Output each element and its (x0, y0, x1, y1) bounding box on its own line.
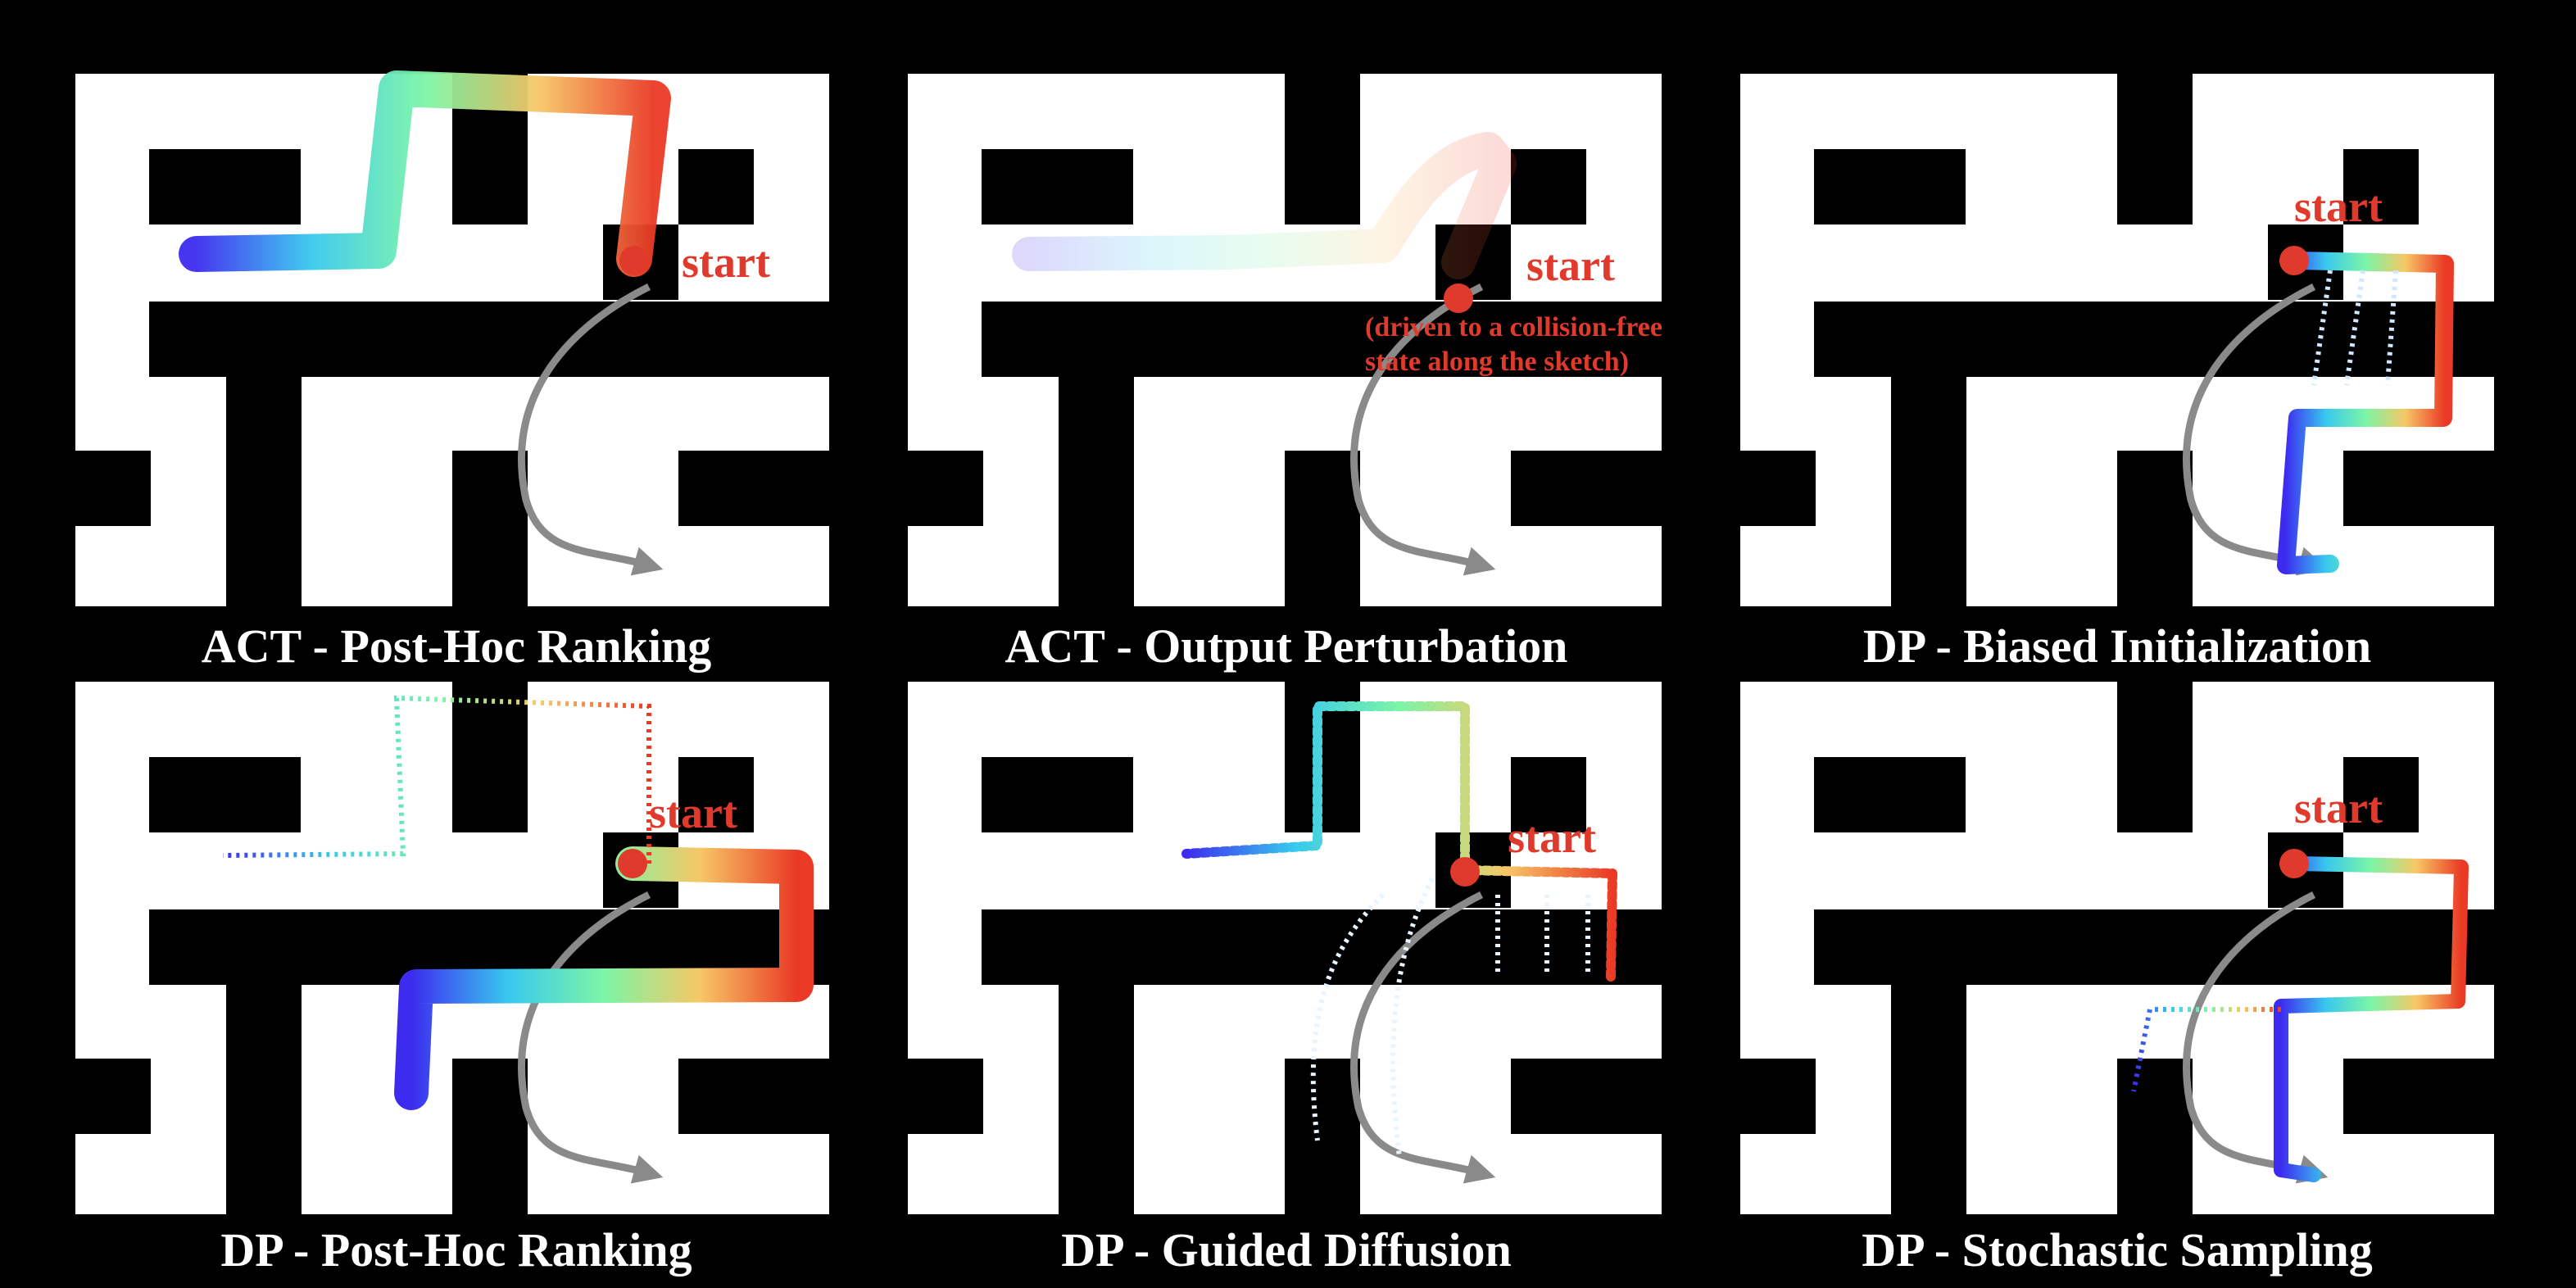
panel-dp-biased-initialization: start (1740, 74, 2494, 606)
trajectory-samples (1310, 877, 1590, 1158)
trajectory (394, 846, 814, 1110)
trajectory-samples (2131, 1007, 2281, 1092)
trajectory (179, 70, 671, 277)
panel-title: DP - Post-Hoc Ranking (220, 1223, 692, 1277)
start-label: start (2294, 182, 2383, 231)
sketch-arrow (2183, 891, 2329, 1184)
maze-background (1740, 74, 2494, 606)
panel-title: DP - Stochastic Sampling (1862, 1223, 2373, 1277)
panel-dp-post-hoc-ranking: start (75, 682, 829, 1214)
start-dot-icon (2279, 246, 2309, 275)
start-label: start (1526, 241, 1615, 290)
sketch-arrow (1350, 283, 1496, 576)
start-dot-icon (619, 246, 649, 275)
sketch-arrow (518, 891, 664, 1184)
start-dot-icon (1450, 857, 1480, 887)
maze-background (75, 682, 829, 1214)
trajectory (1012, 132, 1517, 279)
trajectory (1181, 701, 1617, 982)
sketch-arrow (518, 283, 664, 576)
start-label: start (682, 238, 770, 287)
note-line-1: (driven to a collision-free (1365, 312, 1662, 342)
panel-act-output-perturbation: start (driven to a collision-free state … (908, 74, 1662, 606)
start-label: start (1508, 813, 1596, 862)
maze-background (1740, 682, 2494, 1214)
trajectory (2277, 252, 2454, 574)
sketch-arrow (1350, 891, 1496, 1184)
trajectory (2274, 856, 2469, 1182)
panel-act-post-hoc-ranking: start (75, 70, 829, 606)
start-label: start (2294, 783, 2383, 832)
start-label: start (649, 788, 737, 837)
trajectory-samples (2311, 270, 2398, 386)
note-line-2: state along the sketch) (1365, 347, 1629, 377)
panel-title: ACT - Post-Hoc Ranking (202, 619, 711, 673)
panel-title: DP - Biased Initialization (1863, 619, 2371, 673)
panel-dp-guided-diffusion: start (908, 682, 1662, 1214)
start-dot-icon (2279, 849, 2309, 878)
maze-background (908, 682, 1662, 1214)
maze-background (75, 74, 829, 606)
start-dot-icon (618, 849, 647, 878)
start-dot-icon (1444, 283, 1473, 313)
sketch-arrow (2183, 283, 2329, 576)
panel-dp-stochastic-sampling: start (1740, 682, 2494, 1214)
trajectory-samples (222, 695, 651, 864)
panel-title: DP - Guided Diffusion (1061, 1223, 1512, 1277)
panel-title: ACT - Output Perturbation (1005, 619, 1568, 673)
